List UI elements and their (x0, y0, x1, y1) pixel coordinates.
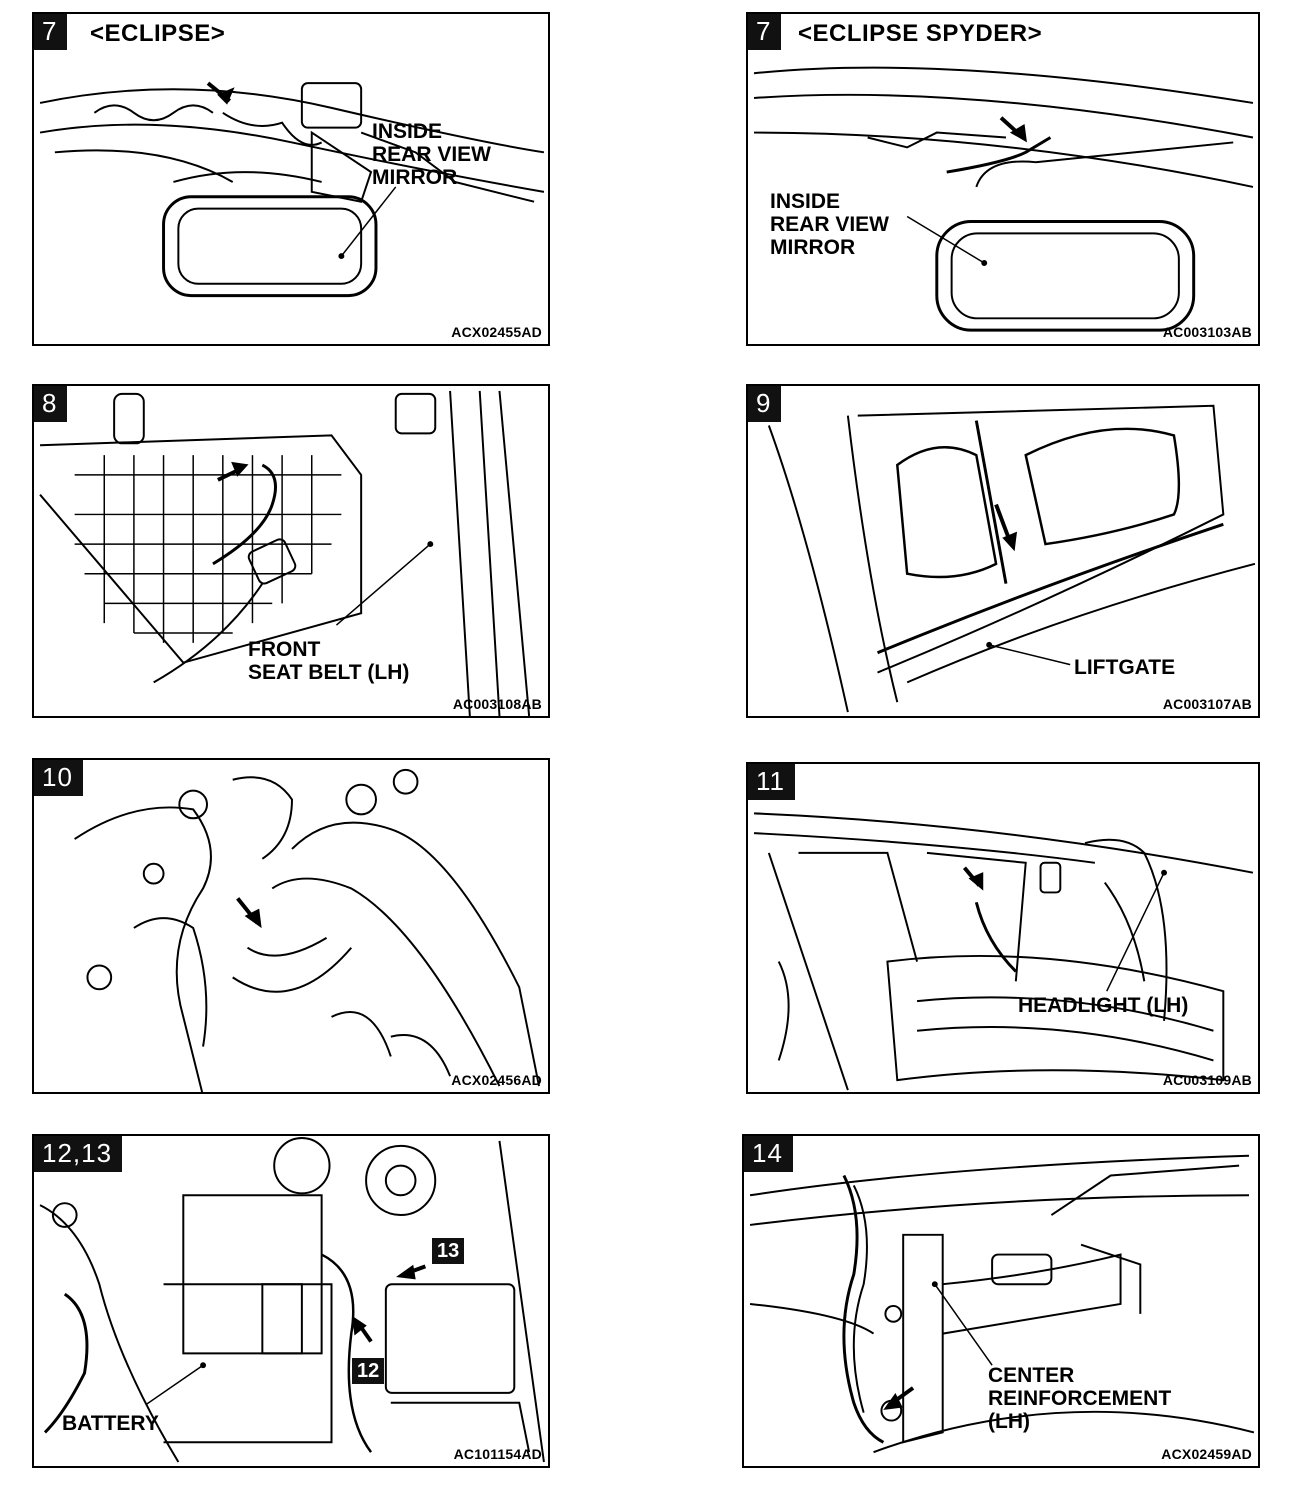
panel-step-7-eclipse: 7 <ECLIPSE> INSIDE REAR VIEW MIRROR ACX0… (32, 12, 550, 346)
center-reinforcement-illustration (749, 1154, 1255, 1454)
component-label: INSIDE REAR VIEW MIRROR (770, 190, 890, 259)
component-label: FRONT SEAT BELT (LH) (248, 638, 410, 684)
step-number-badge: 9 (748, 386, 782, 422)
headlight-illustration (753, 812, 1254, 1091)
panel-step-11: 11 HEADLIGHT (LH) AC003109AB (746, 762, 1260, 1094)
figure-code: AC003103AB (1162, 324, 1252, 340)
panel-step-9: 9 LIFTGATE AC003107AB (746, 384, 1260, 718)
inside-rear-view-mirror-illustration (753, 66, 1254, 332)
figure-code: AC003109AB (1162, 1072, 1252, 1088)
step-number-badge: 11 (748, 764, 795, 800)
figure-code: AC003107AB (1162, 696, 1252, 712)
panel-step-7-eclipse-spyder: 7 <ECLIPSE SPYDER> INSIDE REAR VIEW MIRR… (746, 12, 1260, 346)
panel-step-10: 10 ACX02456AD (32, 758, 550, 1094)
panel-step-12-13: 12,13 13 12 BATTERY AC101154AD (32, 1134, 550, 1468)
callout-13: 13 (432, 1238, 465, 1264)
panel-step-14: 14 CENTER REINFORCEMENT (LH) ACX02459AD (742, 1134, 1260, 1468)
engine-compartment-illustration (74, 768, 540, 1092)
step-number-badge: 7 (748, 14, 782, 50)
front-seat-belt-illustration (39, 390, 531, 716)
inside-rear-view-mirror-illustration (39, 81, 545, 298)
component-label: INSIDE REAR VIEW MIRROR (372, 120, 492, 189)
figure-code: AC003108AB (452, 696, 542, 712)
component-label: BATTERY (62, 1412, 159, 1435)
step-number-badge: 10 (34, 760, 83, 796)
step-number-badge: 8 (34, 386, 68, 422)
battery-area-illustration (39, 1136, 545, 1463)
liftgate-illustration (767, 404, 1256, 713)
component-label: LIFTGATE (1074, 656, 1176, 679)
figure-code: ACX02456AD (451, 1072, 542, 1088)
panel-step-8: 8 FRONT SEAT BELT (LH) AC003108AB (32, 384, 550, 718)
component-label: CENTER REINFORCEMENT (LH) (988, 1364, 1172, 1433)
component-label: HEADLIGHT (LH) (1018, 994, 1189, 1017)
step-number-badge: 7 (34, 14, 68, 50)
figure-code: AC101154AD (453, 1446, 542, 1462)
step-number-badge: 12,13 (34, 1136, 123, 1172)
figure-code: ACX02459AD (1161, 1446, 1252, 1462)
panel-title: <ECLIPSE SPYDER> (798, 20, 1043, 47)
figure-code: ACX02455AD (451, 324, 542, 340)
panel-title: <ECLIPSE> (90, 20, 226, 47)
callout-12: 12 (352, 1358, 385, 1384)
step-number-badge: 14 (744, 1136, 793, 1172)
